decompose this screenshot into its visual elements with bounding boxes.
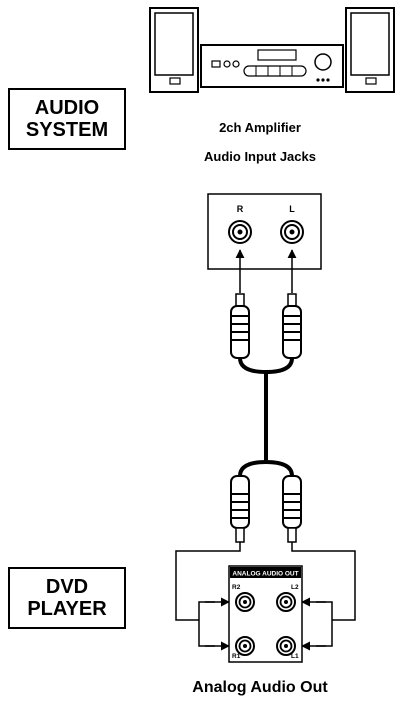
dvd-player-line1: DVD (45, 576, 89, 598)
lower-rca-plug-l (282, 475, 302, 543)
jack-label-l2: L2 (291, 584, 299, 591)
jack-label-l1: L1 (291, 653, 299, 660)
audio-system-line1: AUDIO (34, 97, 100, 119)
audio-system-illustration (149, 7, 395, 93)
lower-rca-plug-r (230, 475, 250, 543)
amplifier-caption-line1: 2ch Amplifier (219, 120, 301, 135)
rca-cable (230, 293, 302, 543)
right-routing-line (291, 542, 356, 621)
right-bracket (316, 601, 333, 647)
upper-rca-plug-r (230, 293, 250, 359)
output-jack-r1[interactable] (235, 636, 255, 656)
input-jack-r[interactable] (228, 220, 252, 244)
amplifier-caption-line2: Audio Input Jacks (204, 149, 316, 164)
right-speaker-icon (345, 7, 395, 93)
jack-label-r1: R1 (232, 653, 241, 660)
dvd-player-label: DVD PLAYER (8, 567, 126, 629)
left-bracket (198, 601, 215, 647)
audio-system-line2: SYSTEM (25, 119, 109, 141)
analog-audio-out-caption: Analog Audio Out (192, 679, 328, 696)
audio-system-label: AUDIO SYSTEM (8, 88, 126, 150)
analog-audio-out-title: ANALOG AUDIO OUT (232, 571, 298, 578)
output-jack-l1[interactable] (276, 636, 296, 656)
output-jack-l2[interactable] (276, 592, 296, 612)
analog-audio-out-panel: ANALOG AUDIO OUT R2 L2 R1 L1 (228, 565, 303, 663)
input-jack-l-label: L (289, 204, 295, 214)
left-routing-line (175, 542, 241, 621)
left-speaker-icon (149, 7, 199, 93)
input-jack-l[interactable] (280, 220, 304, 244)
upper-rca-plug-l (282, 293, 302, 359)
amplifier-icon (200, 44, 344, 88)
amplifier-input-panel: R L (207, 193, 322, 270)
output-jack-r2[interactable] (235, 592, 255, 612)
dvd-player-line2: PLAYER (27, 598, 107, 620)
jack-label-r2: R2 (232, 584, 241, 591)
input-jack-r-label: R (237, 204, 244, 214)
